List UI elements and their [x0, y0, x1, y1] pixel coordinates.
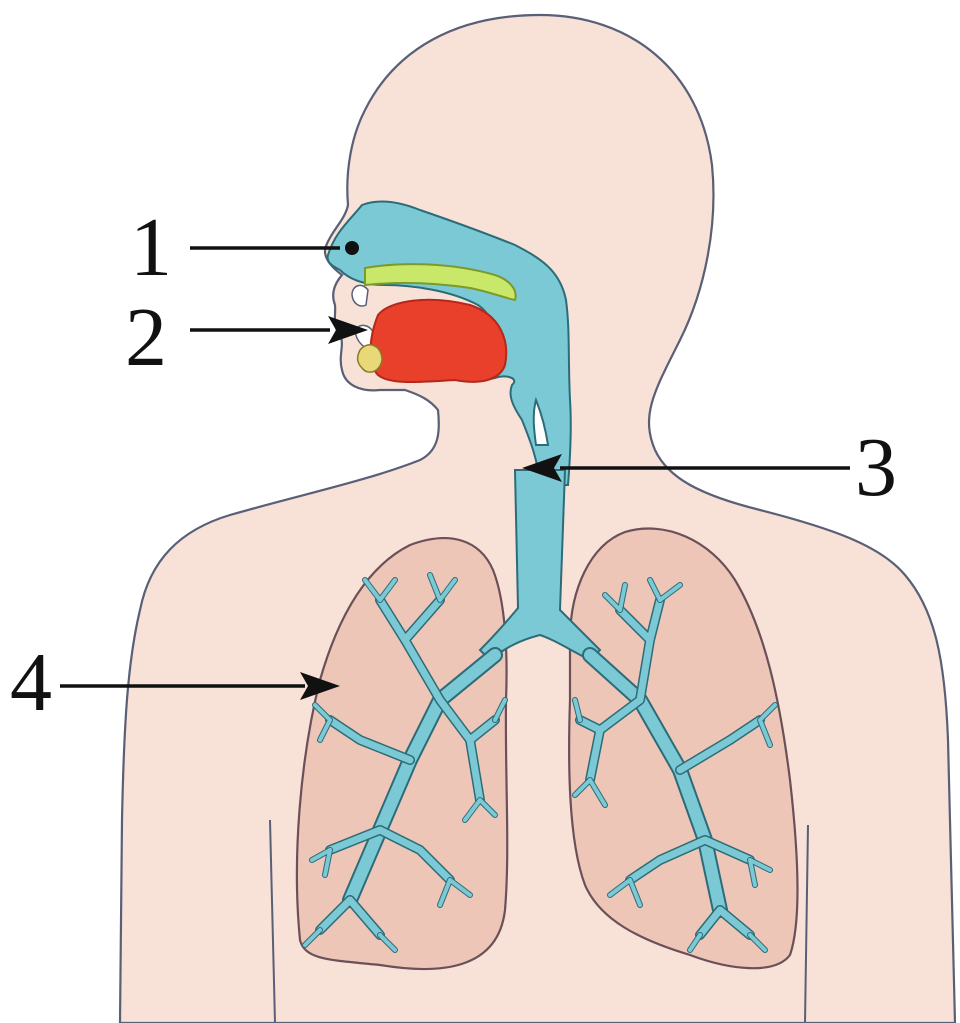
upper-teeth: [352, 285, 368, 306]
label-1: 1: [130, 201, 172, 294]
label-2: 2: [125, 291, 167, 384]
label-4: 4: [10, 636, 52, 729]
label-3: 3: [855, 421, 897, 514]
lower-lip: [358, 345, 382, 372]
tongue: [371, 300, 507, 382]
